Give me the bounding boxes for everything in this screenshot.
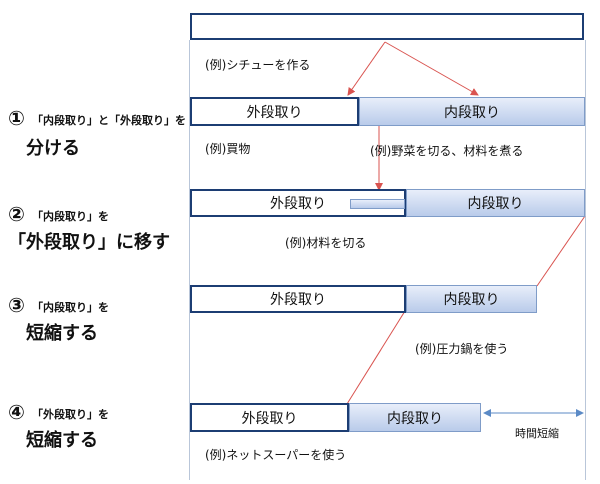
step1-number: ①	[8, 106, 25, 130]
step2-number: ②	[8, 202, 25, 226]
step4-title-line2: 短縮する	[26, 430, 98, 451]
step4-title-line1: 「外段取り」を	[32, 408, 109, 421]
step1-inner-bar: 内段取り	[359, 97, 585, 126]
whole-task-box	[190, 13, 584, 40]
step4-note: (例)ネットスーパーを使う	[205, 448, 347, 462]
step3-number: ③	[8, 293, 25, 317]
step3-outer-bar: 外段取り	[190, 285, 406, 313]
step3-title-line2: 短縮する	[26, 323, 98, 344]
right-guide-line	[585, 40, 586, 480]
time-saved-label: 時間短縮	[515, 427, 559, 440]
step1-outer-bar: 外段取り	[190, 97, 359, 126]
step1-note-right: (例)野菜を切る、材料を煮る	[370, 144, 524, 158]
step4-inner-bar: 内段取り	[349, 403, 481, 432]
step3-title-line1: 「内段取り」を	[32, 301, 109, 314]
step1-note-left: (例)買物	[205, 142, 251, 156]
step3-note: (例)圧力鍋を使う	[415, 342, 509, 356]
split-arrows	[347, 41, 479, 96]
step1-title-line1: 「内段取り」と「外段取り」を	[32, 114, 186, 127]
step2-title-line1: 「内段取り」を	[32, 210, 109, 223]
step2-title-line2: 「外段取り」に移す	[8, 232, 170, 253]
step2-inner-bar: 内段取り	[406, 189, 585, 217]
shrink-guides	[346, 215, 586, 405]
step2-note: (例)材料を切る	[285, 236, 367, 250]
step3-inner-bar: 内段取り	[406, 285, 537, 313]
left-guide-line	[189, 40, 190, 480]
example-top: (例)シチューを作る	[205, 58, 311, 72]
step2-outer-bar: 外段取り	[190, 189, 406, 217]
step4-number: ④	[8, 400, 25, 424]
step2-moved-segment	[350, 199, 405, 209]
step1-title-line2: 分ける	[26, 138, 80, 159]
step4-outer-bar: 外段取り	[190, 403, 349, 432]
